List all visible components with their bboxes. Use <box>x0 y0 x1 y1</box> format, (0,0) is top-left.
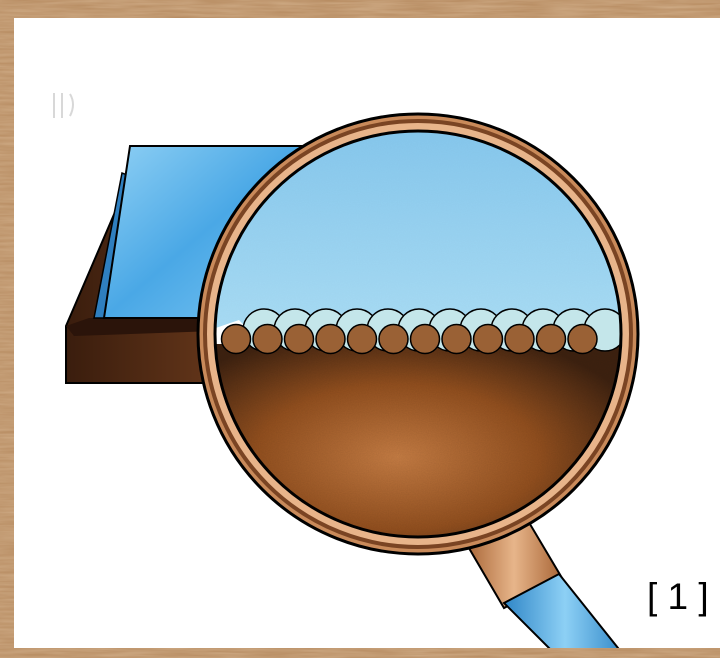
soil-particle <box>379 325 408 354</box>
soil-particle <box>568 325 597 354</box>
soil-particle <box>505 325 534 354</box>
soil-particle <box>285 325 314 354</box>
soil-particle <box>253 325 282 354</box>
soil-particle <box>474 325 503 354</box>
soil-particle <box>348 325 377 354</box>
soil-particle <box>411 325 440 354</box>
soil-water-diagram <box>14 18 720 648</box>
soil-particle <box>442 325 471 354</box>
soil-particle <box>316 325 345 354</box>
soil-particle <box>537 325 566 354</box>
soil-particle <box>222 325 251 354</box>
faint-background-marks <box>54 93 73 118</box>
figure-reference-label: [ 1 ] <box>647 578 709 615</box>
illustration-panel: [ 1 ] <box>14 18 720 648</box>
